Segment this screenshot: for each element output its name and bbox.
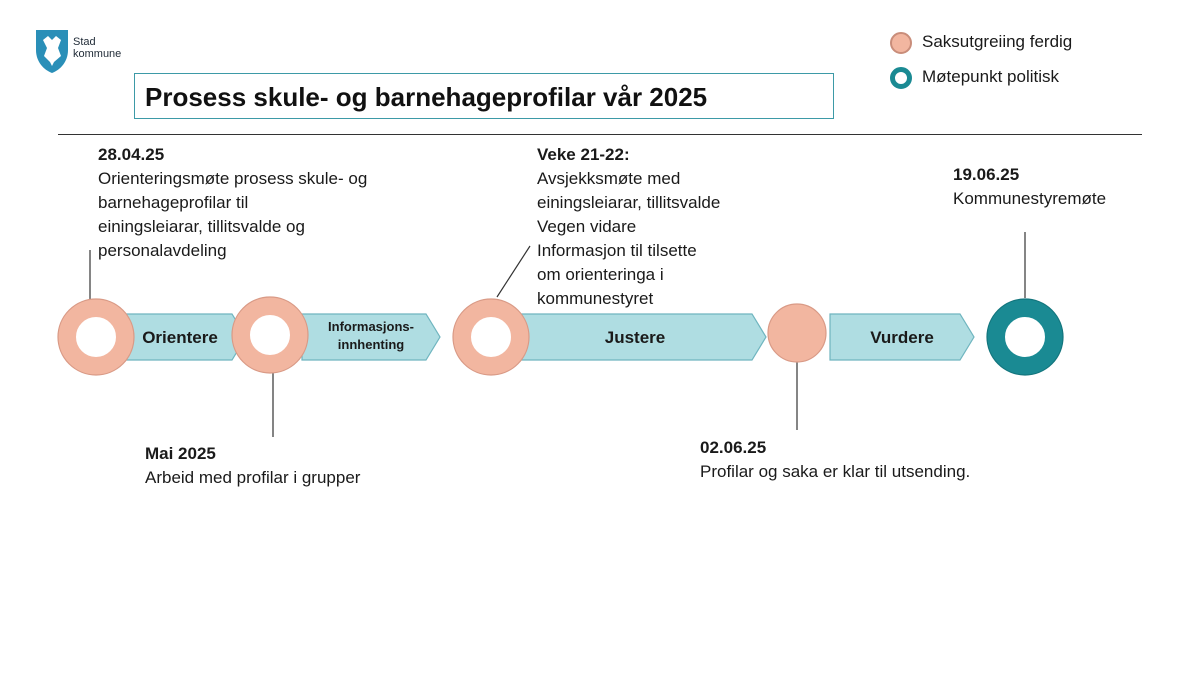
annotation-m3-line: Informasjon til tilsette	[537, 241, 697, 260]
title-box: Prosess skule- og barnehageprofilar vår …	[134, 73, 834, 119]
logo-wordmark: Stad kommune	[73, 36, 121, 60]
annotation-m4-date: 02.06.25	[700, 438, 767, 457]
page-title: Prosess skule- og barnehageprofilar vår …	[145, 82, 708, 112]
annotation-m5-text: Kommunestyremøte	[953, 187, 1106, 211]
milestone-ring-m2	[232, 297, 308, 373]
annotation-m1-date: 28.04.25	[98, 145, 165, 164]
logo-line1: Stad	[73, 36, 96, 48]
header-divider	[58, 134, 1142, 135]
annotation-m3-line: Vegen vidare	[537, 217, 637, 236]
milestone-ring-m5-outline	[986, 298, 1064, 376]
milestone-ring-m2-outline	[231, 296, 309, 374]
annotation-m2-date: Mai 2025	[145, 444, 216, 463]
annotation-m3-text: Avsjekksmøte med einingsleiarar, tillits…	[537, 167, 720, 311]
legend-label-saksutgreiing: Saksutgreiing ferdig	[922, 32, 1073, 51]
phase-label-vurdere: Vurdere	[870, 328, 934, 347]
milestone-ring-m1-outline	[57, 298, 135, 376]
annotation-m5-date: 19.06.25	[953, 165, 1020, 184]
phase-label-orientere: Orientere	[142, 328, 218, 347]
annotation-m1-line: barnehageprofilar til	[98, 193, 249, 212]
annotation-m1-line: einingsleiarar, tillitsvalde og	[98, 217, 305, 236]
annotation-m3-line: Avsjekksmøte med	[537, 169, 681, 188]
annotation-m2-line: Arbeid med profilar i grupper	[145, 468, 361, 487]
legend-dot-motepunkt	[890, 67, 912, 89]
annotation-m5-line: Kommunestyremøte	[953, 189, 1107, 208]
phase-arrow-vurdere	[829, 313, 975, 361]
annotation-m5: 19.06.25 Kommunestyremøte	[953, 165, 1106, 211]
annotation-m3-date: Veke 21-22:	[537, 145, 630, 164]
annotation-m1: 28.04.25 Orienteringsmøte prosess skule-…	[98, 145, 367, 263]
annotation-m1-line: personalavdeling	[98, 241, 227, 260]
phase-label-informasjon-line2: innhenting	[338, 337, 404, 352]
stad-kommune-logo	[36, 30, 68, 73]
phase-label-informasjon-line1: Informasjons-	[328, 319, 414, 334]
legend-dot-saksutgreiing	[890, 32, 912, 54]
annotation-m2: Mai 2025 Arbeid med profilar i grupper	[145, 444, 360, 490]
milestone-ring-m3	[453, 299, 529, 375]
annotation-m3-line: einingsleiarar, tillitsvalde	[537, 193, 721, 212]
annotation-m4-text: Profilar og saka er klar til utsending.	[700, 460, 970, 484]
annotation-m3: Veke 21-22: Avsjekksmøte med einingsleia…	[537, 145, 720, 311]
logo-line2: kommune	[73, 48, 122, 60]
annotation-m3-line: om orienteringa i	[537, 265, 664, 284]
annotation-m2-text: Arbeid med profilar i grupper	[145, 466, 360, 490]
milestone-ring-m5	[987, 299, 1063, 375]
connector-m3	[496, 245, 531, 298]
phase-label-justere: Justere	[605, 328, 665, 347]
milestone-ring-m3-outline	[452, 298, 530, 376]
annotation-m4-line: Profilar og saka er klar til utsending.	[700, 462, 971, 481]
annotation-m3-line: kommunestyret	[537, 289, 654, 308]
milestone-dot-m4	[767, 303, 827, 363]
emblem-icon	[43, 36, 61, 66]
annotation-m1-line: Orienteringsmøte prosess skule- og	[98, 169, 368, 188]
annotation-m1-text: Orienteringsmøte prosess skule- og barne…	[98, 167, 367, 263]
annotation-m4: 02.06.25 Profilar og saka er klar til ut…	[700, 438, 970, 484]
milestone-ring-m1	[58, 299, 134, 375]
legend-label-motepunkt: Møtepunkt politisk	[922, 67, 1059, 86]
